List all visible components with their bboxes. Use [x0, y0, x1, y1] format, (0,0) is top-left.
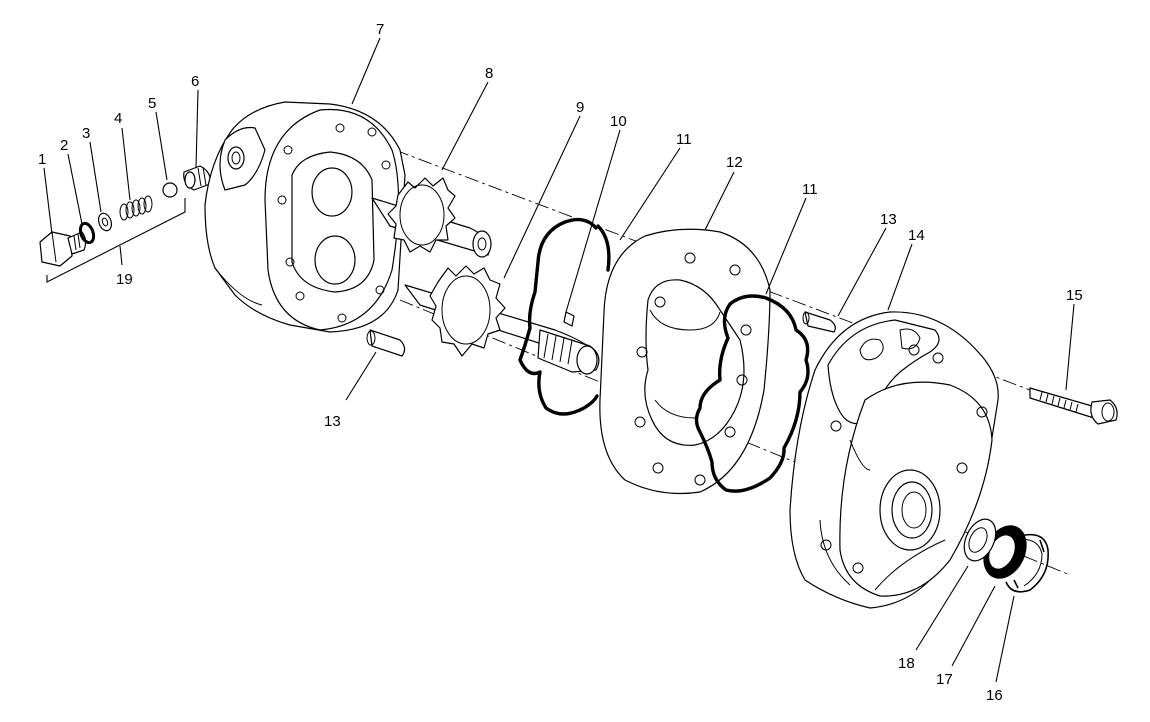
callout-8: 8 — [485, 65, 493, 82]
callout-7: 7 — [376, 21, 384, 38]
callout-10: 10 — [610, 113, 627, 130]
part-16-snap-ring — [1005, 533, 1049, 593]
part-13-dowel-pin-lower — [366, 329, 406, 357]
callout-9: 9 — [576, 99, 584, 116]
part-7-pump-body — [204, 101, 406, 333]
callout-13-upper: 13 — [880, 211, 897, 228]
callout-15: 15 — [1066, 287, 1083, 304]
callout-labels: 1 2 3 4 5 6 7 8 9 10 11 12 11 13 14 15 1… — [38, 21, 1083, 704]
callout-12: 12 — [726, 154, 743, 171]
callout-19: 19 — [116, 271, 133, 288]
callout-16: 16 — [986, 687, 1003, 704]
part-4-spring — [119, 195, 153, 221]
callout-11-right: 11 — [802, 181, 818, 198]
part-1-plug — [39, 231, 87, 267]
part-18-washer — [963, 518, 997, 562]
part-13-dowel-pin-upper — [802, 311, 836, 333]
part-10-key — [563, 311, 575, 327]
part-15-bolt — [1029, 387, 1118, 425]
callout-2: 2 — [60, 137, 68, 154]
callout-4: 4 — [114, 110, 122, 127]
callout-17: 17 — [936, 671, 953, 688]
part-11-gasket-left-end — [596, 224, 611, 272]
callout-18: 18 — [898, 655, 915, 672]
part-11-gasket-left — [518, 217, 599, 416]
callout-1: 1 — [38, 151, 46, 168]
part-14-end-cover — [789, 311, 999, 609]
callout-3: 3 — [82, 125, 90, 142]
leader-lines — [43, 37, 1075, 683]
part-8-drive-gear — [371, 177, 492, 258]
part-12-spacer-plate — [599, 228, 771, 495]
part-9-driven-gear — [404, 265, 600, 375]
callout-5: 5 — [148, 95, 156, 112]
part-6-seat — [183, 165, 211, 191]
part-3-washer — [97, 212, 113, 232]
callout-14: 14 — [908, 227, 925, 244]
part-11-gasket-right — [694, 294, 810, 493]
part-5-ball — [162, 182, 178, 198]
callout-11-left: 11 — [676, 131, 692, 148]
callout-13-lower: 13 — [324, 413, 341, 430]
part-2-o-ring — [78, 221, 96, 245]
callout-6: 6 — [191, 73, 199, 90]
bracket-19 — [46, 198, 186, 283]
